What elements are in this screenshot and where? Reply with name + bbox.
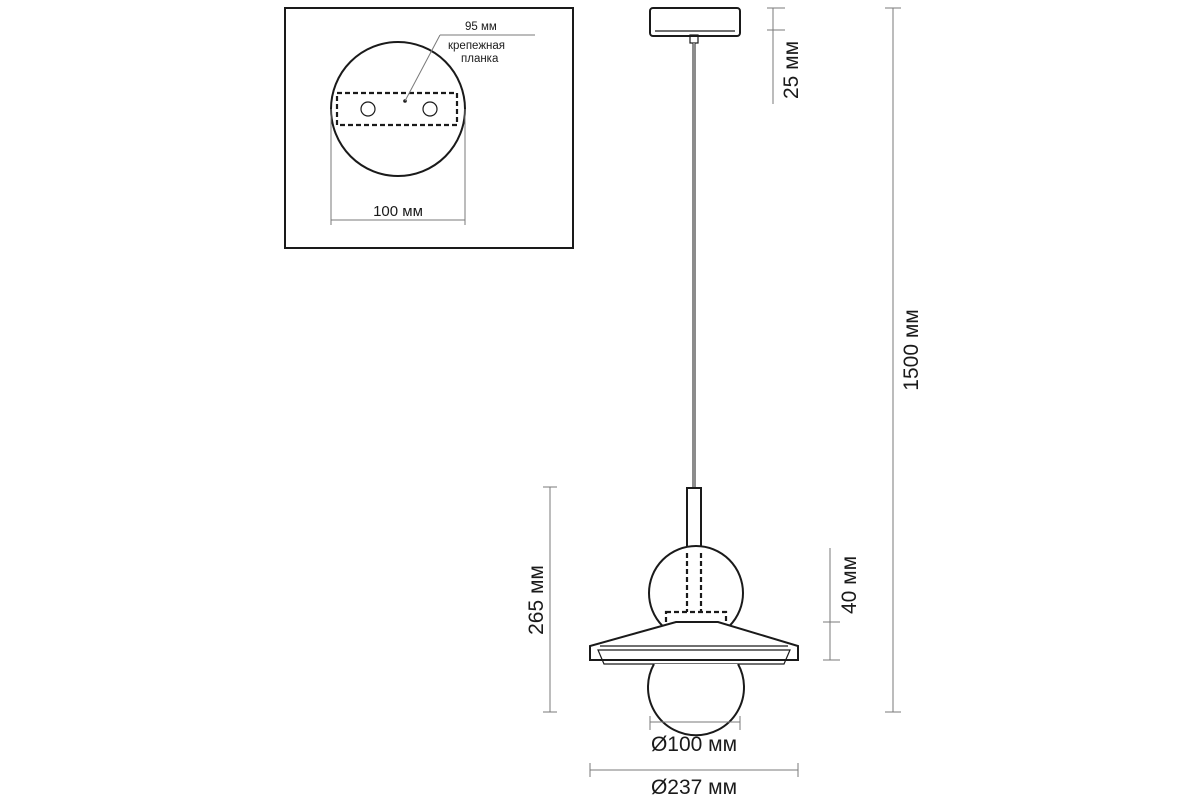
mounting-hole-right (422, 101, 438, 117)
canopy-diameter-label: 100 мм (373, 203, 423, 220)
lamp-tube (686, 487, 702, 554)
lamp-height-label: 265 мм (525, 565, 548, 635)
canopy-top-view-inset: 95 мм крепежная планка 100 мм (284, 7, 574, 249)
bracket-label-line1: крепежная (448, 40, 505, 52)
mounting-bracket (335, 91, 459, 127)
canopy-height-label: 25 мм (780, 41, 803, 99)
ceiling-canopy (649, 7, 741, 37)
disc-offset-label: 40 мм (838, 556, 861, 614)
canopy-circle (330, 41, 466, 177)
disc-diameter-label: Ø237 мм (651, 776, 737, 799)
globe-diameter-label: Ø100 мм (651, 733, 737, 756)
total-height-label: 1500 мм (900, 309, 923, 390)
disc-shade (589, 621, 799, 661)
bracket-leader-line (404, 34, 441, 102)
plate-width-label: 95 мм (465, 21, 497, 33)
dimension-lines: 25 мм 1500 мм 265 мм 40 мм Ø100 мм Ø237 … (525, 7, 923, 799)
lampholder-hidden (664, 610, 728, 627)
bracket-label-line2: планка (461, 53, 499, 65)
disc-inner-ring (597, 649, 791, 665)
lower-glass-sphere (647, 663, 745, 737)
mounting-hole-left (360, 101, 376, 117)
lamp-side-view (589, 7, 799, 737)
